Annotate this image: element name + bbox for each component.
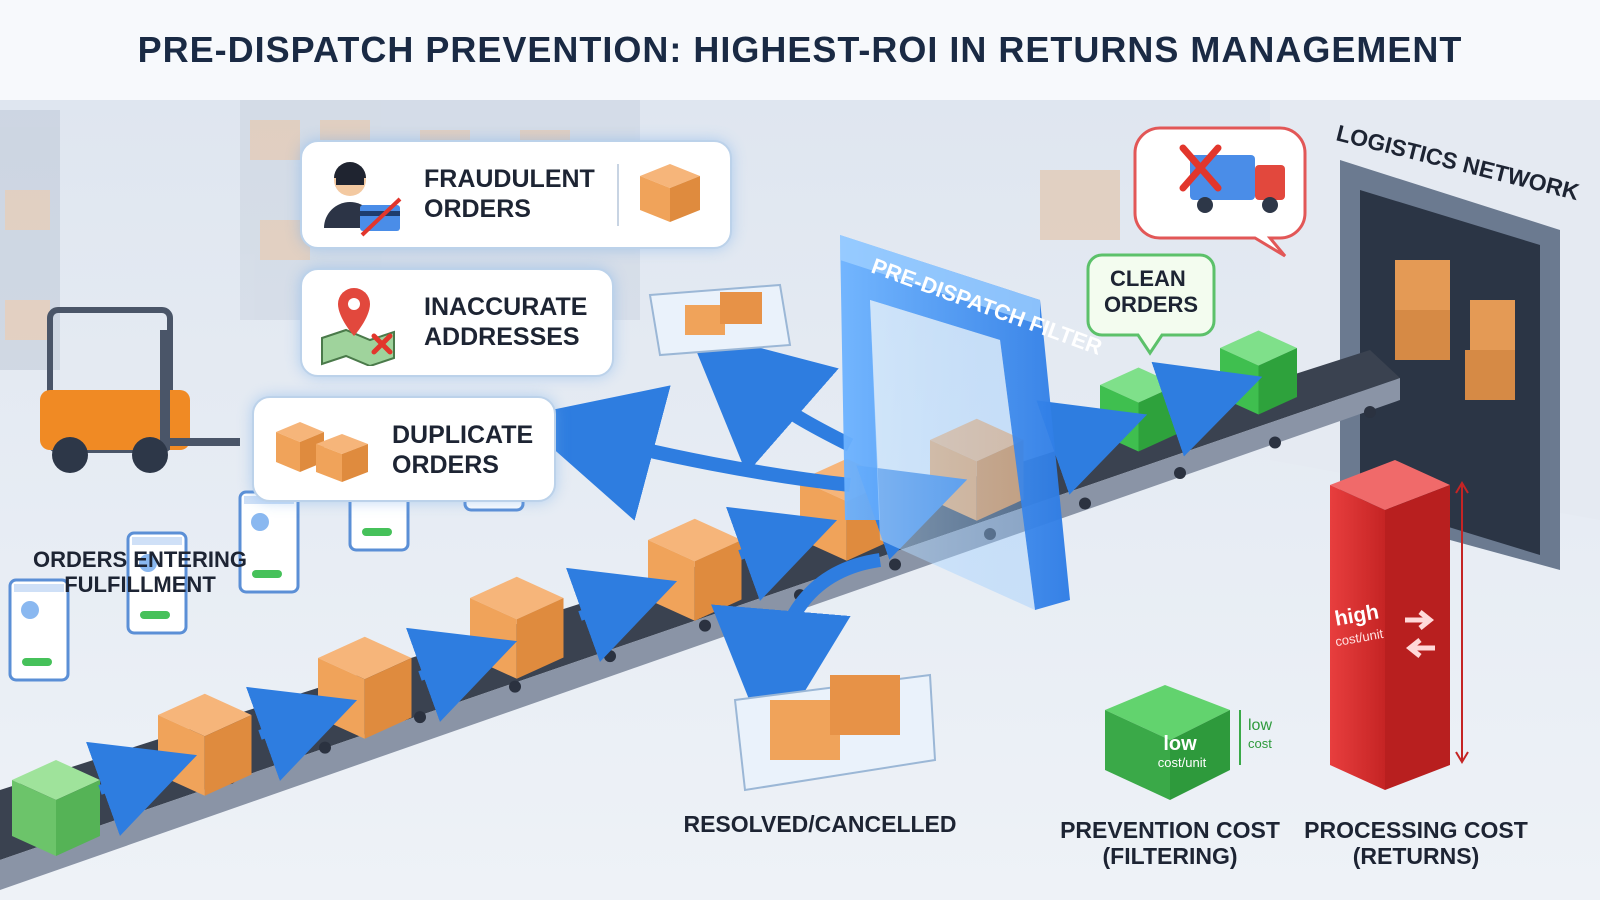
truck-blocked-icon — [1133, 126, 1307, 258]
belt-roller — [889, 558, 901, 571]
fraudulent-label: FRAUDULENT ORDERS — [424, 165, 595, 223]
low-cost-unit: cost/unit — [1158, 755, 1207, 770]
callout-inaccurate: INACCURATE ADDRESSES — [300, 268, 614, 377]
callout-divider — [617, 164, 619, 226]
forklift-icon — [40, 307, 240, 473]
title-bar: PRE-DISPATCH PREVENTION: HIGHEST-ROI IN … — [0, 0, 1600, 101]
warehouse-scene: LOGISTICS NETWORK PRE-DISPATCH FILTER — [0, 100, 1600, 900]
callout-duplicate: DUPLICATE ORDERS — [252, 396, 556, 502]
belt-roller — [699, 619, 711, 632]
order-tablet — [8, 578, 70, 682]
belt-roller — [319, 741, 331, 754]
callout-fraudulent: FRAUDULENT ORDERS — [300, 140, 732, 249]
low-cost-value: low — [1163, 733, 1197, 755]
belt-roller — [1174, 467, 1186, 480]
exchange-arrows-icon — [1405, 610, 1435, 658]
credit-card-blocked-icon — [360, 197, 402, 237]
clean-order-box — [1220, 330, 1297, 415]
flow-arrow — [246, 686, 358, 781]
orders-entering-label: ORDERS ENTERING FULFILLMENT — [33, 547, 247, 597]
page-title: PRE-DISPATCH PREVENTION: HIGHEST-ROI IN … — [137, 29, 1463, 70]
duplicate-boxes-icon — [276, 422, 368, 482]
clean-line-1: CLEAN — [1110, 266, 1186, 291]
arrow-to-fraud-bin — [687, 328, 854, 474]
arrow-to-resolved — [711, 553, 882, 750]
resolved-cancelled-label: RESOLVED/CANCELLED — [683, 811, 957, 837]
high-cost-bar — [1330, 460, 1469, 790]
resolved-bin — [733, 673, 937, 792]
order-box — [158, 693, 252, 796]
belt-roller — [1269, 436, 1281, 449]
belt-roller — [414, 711, 426, 724]
low-cost-cube — [1105, 685, 1241, 800]
duplicate-label: DUPLICATE ORDERS — [392, 421, 534, 479]
belt-roller — [509, 680, 521, 693]
map-pin-error-icon — [321, 288, 395, 366]
order-box — [648, 518, 742, 621]
clean-orders-bubble — [1086, 253, 1216, 356]
flow-arrow — [726, 506, 838, 601]
belt-roller — [1364, 406, 1376, 418]
belt-roller — [1079, 497, 1091, 510]
clean-order-box — [1100, 367, 1177, 452]
prevention-cost-label: PREVENTION COST (FILTERING) — [1060, 817, 1280, 869]
low-cost-side: low — [1248, 717, 1272, 734]
reject-bin-top — [648, 283, 792, 357]
order-box — [318, 636, 412, 739]
flow-arrow — [86, 741, 198, 836]
inaccurate-label: INACCURATE ADDRESSES — [424, 293, 588, 351]
processing-cost-label: PROCESSING COST (RETURNS) — [1304, 817, 1528, 869]
package-icon — [640, 164, 700, 222]
arrow-to-duplicate — [517, 385, 851, 521]
order-tablet — [126, 531, 188, 635]
low-cost-side-2: cost — [1248, 736, 1272, 751]
belt-roller — [604, 650, 616, 663]
clean-line-2: ORDERS — [1104, 292, 1198, 317]
flow-arrow — [1151, 361, 1263, 457]
belt-roller — [129, 802, 141, 815]
green-order-box — [12, 760, 100, 856]
flow-arrow — [1036, 400, 1148, 495]
flow-arrow — [566, 567, 678, 662]
order-box — [470, 576, 564, 679]
clean-orders-label: CLEAN ORDERS — [1104, 266, 1198, 317]
flow-arrow — [406, 627, 518, 722]
pre-dispatch-filter — [840, 235, 1070, 610]
